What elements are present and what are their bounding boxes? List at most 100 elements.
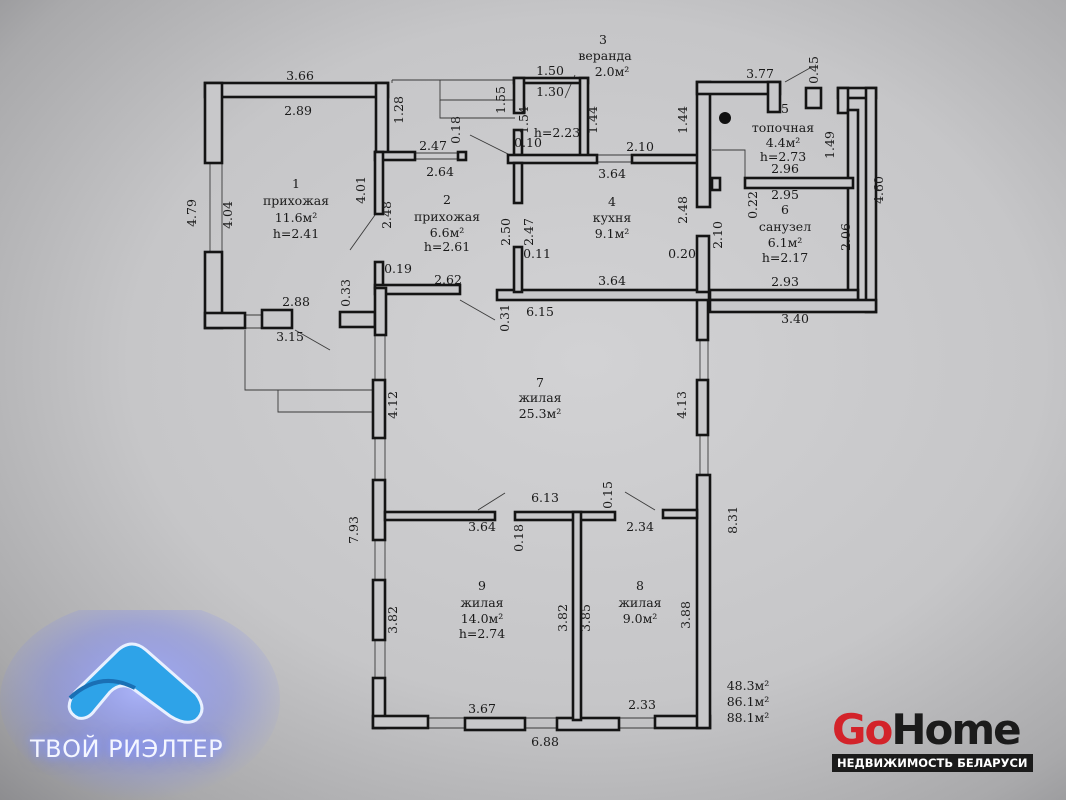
plan-label: h=2.61 [424,239,470,254]
plan-label: 0.19 [384,261,412,276]
plan-label: кухня [593,210,632,225]
plan-label: 3.77 [746,66,774,81]
plan-label: 2.64 [426,164,454,179]
plan-label: 1.54 [516,106,531,134]
plan-label: h=2.73 [760,149,806,164]
plan-label: веранда [578,48,632,63]
gohome-logo: GoHome [832,705,1022,754]
plan-label: 1.44 [585,106,600,134]
thin-lines [209,67,811,729]
plan-label: 3.64 [598,166,626,181]
plan-label: 4.12 [385,391,400,419]
plan-label: 3.15 [276,329,304,344]
plan-label: 2.96 [771,161,799,176]
plan-label: 7.93 [346,516,361,544]
plan-label: 1.49 [822,131,837,159]
plan-label: 1.44 [675,106,690,134]
plan-label: 1.30 [536,84,564,99]
plan-label: 8 [636,578,644,593]
plan-label: 88.1м² [727,710,770,725]
plan-label: 4.04 [220,201,235,229]
plan-label: 2.34 [626,519,654,534]
plan-label: 2.50 [498,218,513,246]
plan-label: прихожая [414,209,480,224]
plan-label: 2.93 [771,274,799,289]
plan-label: 7 [536,375,544,390]
plan-label: 6 [781,202,789,217]
plan-label: 86.1м² [727,694,770,709]
plan-label: 25.3м² [519,406,562,421]
plan-label: 0.31 [497,304,512,332]
plan-label: 3.82 [555,604,570,632]
gohome-home: Home [891,705,1021,754]
plan-label: 3.64 [468,519,496,534]
tvoy-rieltor-logo [0,610,280,800]
gohome-tagline: НЕДВИЖИМОСТЬ БЕЛАРУСИ [832,754,1033,772]
plan-label: 3.67 [468,701,496,716]
plan-label: 0.18 [448,116,463,144]
plan-label: 9 [478,578,486,593]
plan-label: прихожая [263,193,329,208]
plan-label: 2 [443,192,451,207]
plan-label: 4.60 [871,176,886,204]
plan-label: 4.79 [184,199,199,227]
plan-label: 2.48 [379,201,394,229]
plan-label: жилая [518,390,561,405]
plan-label: 4.01 [353,176,368,204]
plan-label: 6.1м² [768,235,803,250]
plan-label: 2.47 [419,138,447,153]
walls [203,76,878,732]
tvoy-rieltor-text: ТВОЙ РИЭЛТЕР [30,735,224,763]
plan-label: 3.40 [781,311,809,326]
plan-label: 3.85 [578,604,593,632]
plan-label: жилая [460,595,503,610]
plan-label: 3.64 [598,273,626,288]
plan-label: 2.48 [675,196,690,224]
plan-label: 2.89 [284,103,312,118]
plan-label: 9.1м² [595,226,630,241]
plan-label: 0.15 [600,481,615,509]
plan-label: 4.4м² [766,135,801,150]
plan-label: 0.20 [668,246,696,261]
plan-label: 3.82 [385,606,400,634]
plan-label: 6.15 [526,304,554,319]
plan-label: h=2.23 [534,125,580,140]
plan-label: 2.10 [710,221,725,249]
plan-label: 2.47 [521,218,536,246]
plan-label: 0.45 [806,56,821,84]
plan-label: 2.33 [628,697,656,712]
plan-label: 8.31 [725,506,740,534]
plan-label: 2.06 [838,223,853,251]
plan-label: 3 [599,32,607,47]
plan-label: 2.95 [771,187,799,202]
plan-label: 4.13 [674,391,689,419]
plan-label: 1.50 [536,63,564,78]
plan-label: 3.88 [678,601,693,629]
plan-label: 1.28 [391,96,406,124]
plan-label: h=2.17 [762,250,808,265]
plan-label: 14.0м² [461,611,504,626]
plan-label: 3.66 [286,68,314,83]
plan-label: 48.3м² [727,678,770,693]
plan-label: h=2.41 [273,226,319,241]
plan-label: 11.6м² [275,210,318,225]
plan-label: 1 [292,176,300,191]
plan-label: 6.13 [531,490,559,505]
plan-label: 6.88 [531,734,559,749]
plan-label: 0.11 [523,246,551,261]
plan-label: 0.22 [745,191,760,219]
gohome-go: Go [832,705,893,754]
plan-label: 6.6м² [430,225,465,240]
plan-label: 9.0м² [623,611,658,626]
plan-label: топочная [752,120,814,135]
plan-label: 2.10 [626,139,654,154]
plan-label: h=2.74 [459,626,505,641]
plan-label: 0.10 [514,135,542,150]
plan-label: 2.0м² [595,64,630,79]
plan-label: 0.33 [338,279,353,307]
plan-label: 2.62 [434,272,462,287]
plan-label: санузел [759,219,811,234]
plan-label: 5 [781,101,789,116]
